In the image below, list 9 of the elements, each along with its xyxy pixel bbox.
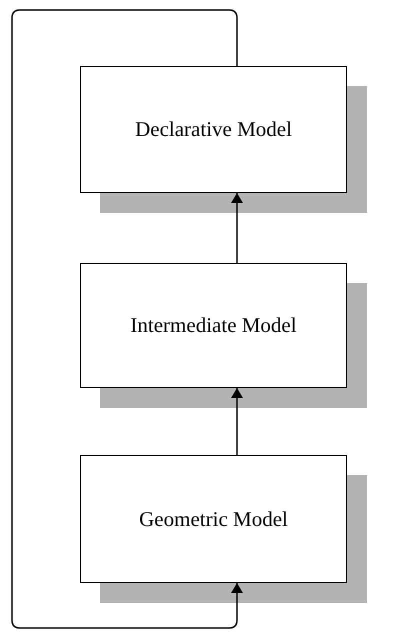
arrow <box>231 193 243 263</box>
process-box <box>80 66 347 193</box>
arrow <box>231 388 243 455</box>
process-box <box>80 455 347 583</box>
process-box <box>80 263 347 388</box>
box-label: Geometric Model <box>139 506 288 532</box>
box-label: Declarative Model <box>135 117 292 142</box>
arrow <box>11 9 243 629</box>
box-label: Intermediate Model <box>130 313 297 338</box>
